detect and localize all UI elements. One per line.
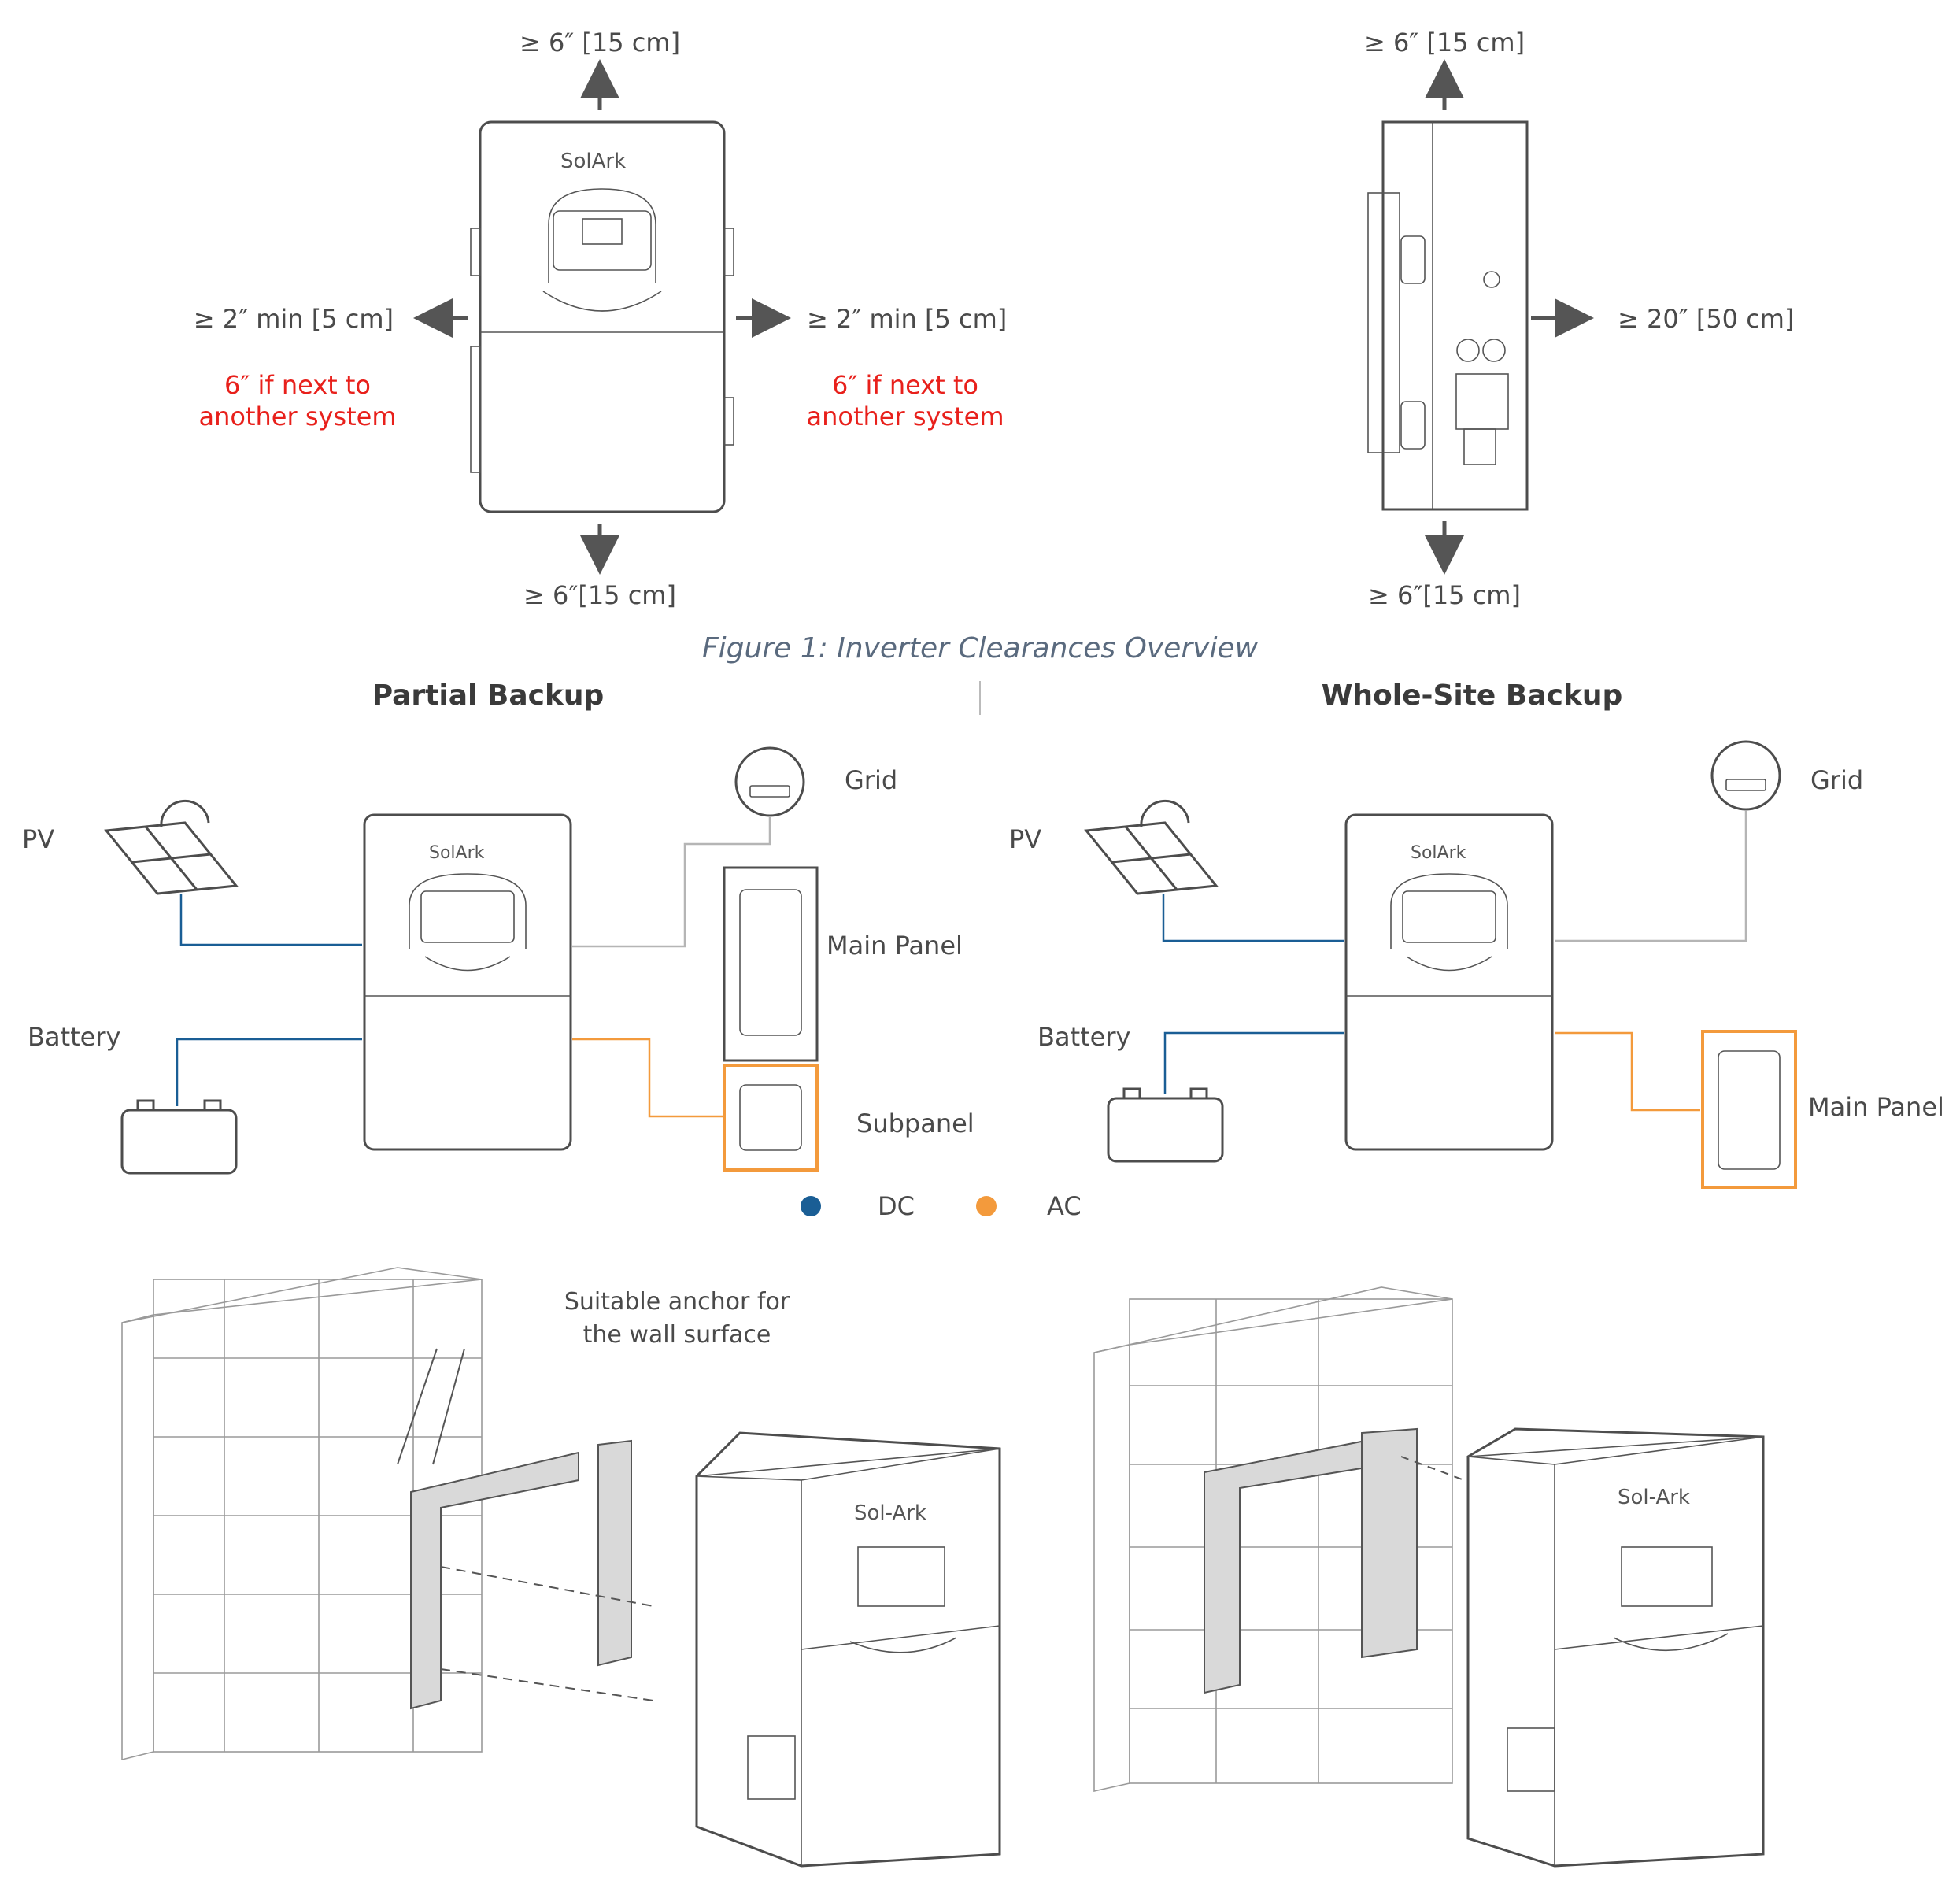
whole-pv-dc-line (1162, 894, 1344, 942)
anchor-note-line1: Suitable anchor for (564, 1288, 790, 1316)
whole-grid-label: Grid (1810, 765, 1863, 795)
right-note-line1: 6″ if next to (832, 370, 978, 400)
sol-ark-logo-icon: SolArk (560, 150, 626, 173)
partial-grid-meter-icon (734, 746, 805, 817)
front-bottom-clearance: ≥ 6″[15 cm] (523, 580, 676, 610)
left-note-line2: another system (199, 402, 397, 431)
anchor-note-line2: the wall surface (583, 1321, 771, 1349)
left-sol-ark-logo: Sol-Ark (854, 1501, 926, 1525)
whole-pv-label: PV (1009, 824, 1041, 854)
partial-battery-label: Battery (28, 1022, 120, 1052)
front-top-clearance: ≥ 6″ [15 cm] (520, 28, 680, 57)
partial-solar-panel-icon (104, 799, 239, 895)
svg-text:SolArk: SolArk (429, 843, 485, 863)
partial-subpanel-label: Subpanel (856, 1109, 974, 1138)
partial-inverter: SolArk (363, 813, 572, 1151)
front-right-clearance: ≥ 2″ min [5 cm] (807, 304, 1007, 334)
partial-pv-dc-line (179, 894, 362, 946)
whole-main-panel-icon (1701, 1030, 1797, 1189)
partial-grid-ac-line (572, 816, 771, 948)
side-view-inverter (1367, 120, 1529, 511)
figure-caption: Figure 1: Inverter Clearances Overview (702, 632, 1259, 664)
left-iso-inverter: Sol-Ark (695, 1431, 1001, 1868)
partial-battery-icon (120, 1099, 238, 1175)
whole-battery-dc-line (1163, 1031, 1344, 1094)
whole-main-panel-label: Main Panel (1808, 1092, 1944, 1122)
whole-battery-icon (1107, 1087, 1224, 1163)
partial-grid-label: Grid (845, 765, 897, 795)
whole-site-backup-title: Whole-Site Backup (1322, 679, 1623, 712)
left-mounting-bracket (410, 1439, 654, 1710)
legend-ac-label: AC (1047, 1191, 1082, 1221)
right-iso-inverter: Sol-Ark (1466, 1427, 1765, 1868)
anchor-leader-2 (432, 1348, 465, 1465)
whole-grid-ac-line (1555, 811, 1747, 942)
svg-text:SolArk: SolArk (560, 150, 626, 173)
partial-backup-title: Partial Backup (372, 679, 605, 712)
anchor-leader-1 (397, 1348, 438, 1465)
partial-subpanel-icon (723, 1064, 819, 1172)
side-bottom-clearance: ≥ 6″[15 cm] (1368, 580, 1521, 610)
partial-main-panel-icon (723, 866, 819, 1062)
whole-inverter: SolArk (1344, 813, 1554, 1151)
whole-main-panel-ac-line (1555, 1031, 1700, 1112)
left-note-line1: 6″ if next to (224, 370, 371, 400)
legend-dc-swatch (801, 1196, 821, 1216)
legend-dc-label: DC (878, 1191, 915, 1221)
svg-text:SolArk: SolArk (1411, 843, 1466, 863)
front-left-clearance: ≥ 2″ min [5 cm] (194, 304, 394, 334)
whole-grid-meter-icon (1710, 740, 1781, 811)
partial-pv-label: PV (22, 824, 54, 854)
partial-subpanel-ac-line (572, 1038, 723, 1118)
whole-solar-panel-icon (1084, 799, 1219, 895)
legend-ac-swatch (976, 1196, 997, 1216)
side-top-clearance: ≥ 6″ [15 cm] (1364, 28, 1525, 57)
partial-main-panel-label: Main Panel (827, 931, 963, 961)
right-mounting-bracket (1204, 1427, 1465, 1694)
right-sol-ark-logo: Sol-Ark (1618, 1486, 1690, 1509)
front-view-inverter: SolArk (470, 120, 734, 513)
partial-battery-dc-line (176, 1038, 362, 1106)
whole-battery-label: Battery (1037, 1022, 1130, 1052)
side-front-clearance: ≥ 20″ [50 cm] (1618, 304, 1794, 334)
right-note-line2: another system (807, 402, 1004, 431)
